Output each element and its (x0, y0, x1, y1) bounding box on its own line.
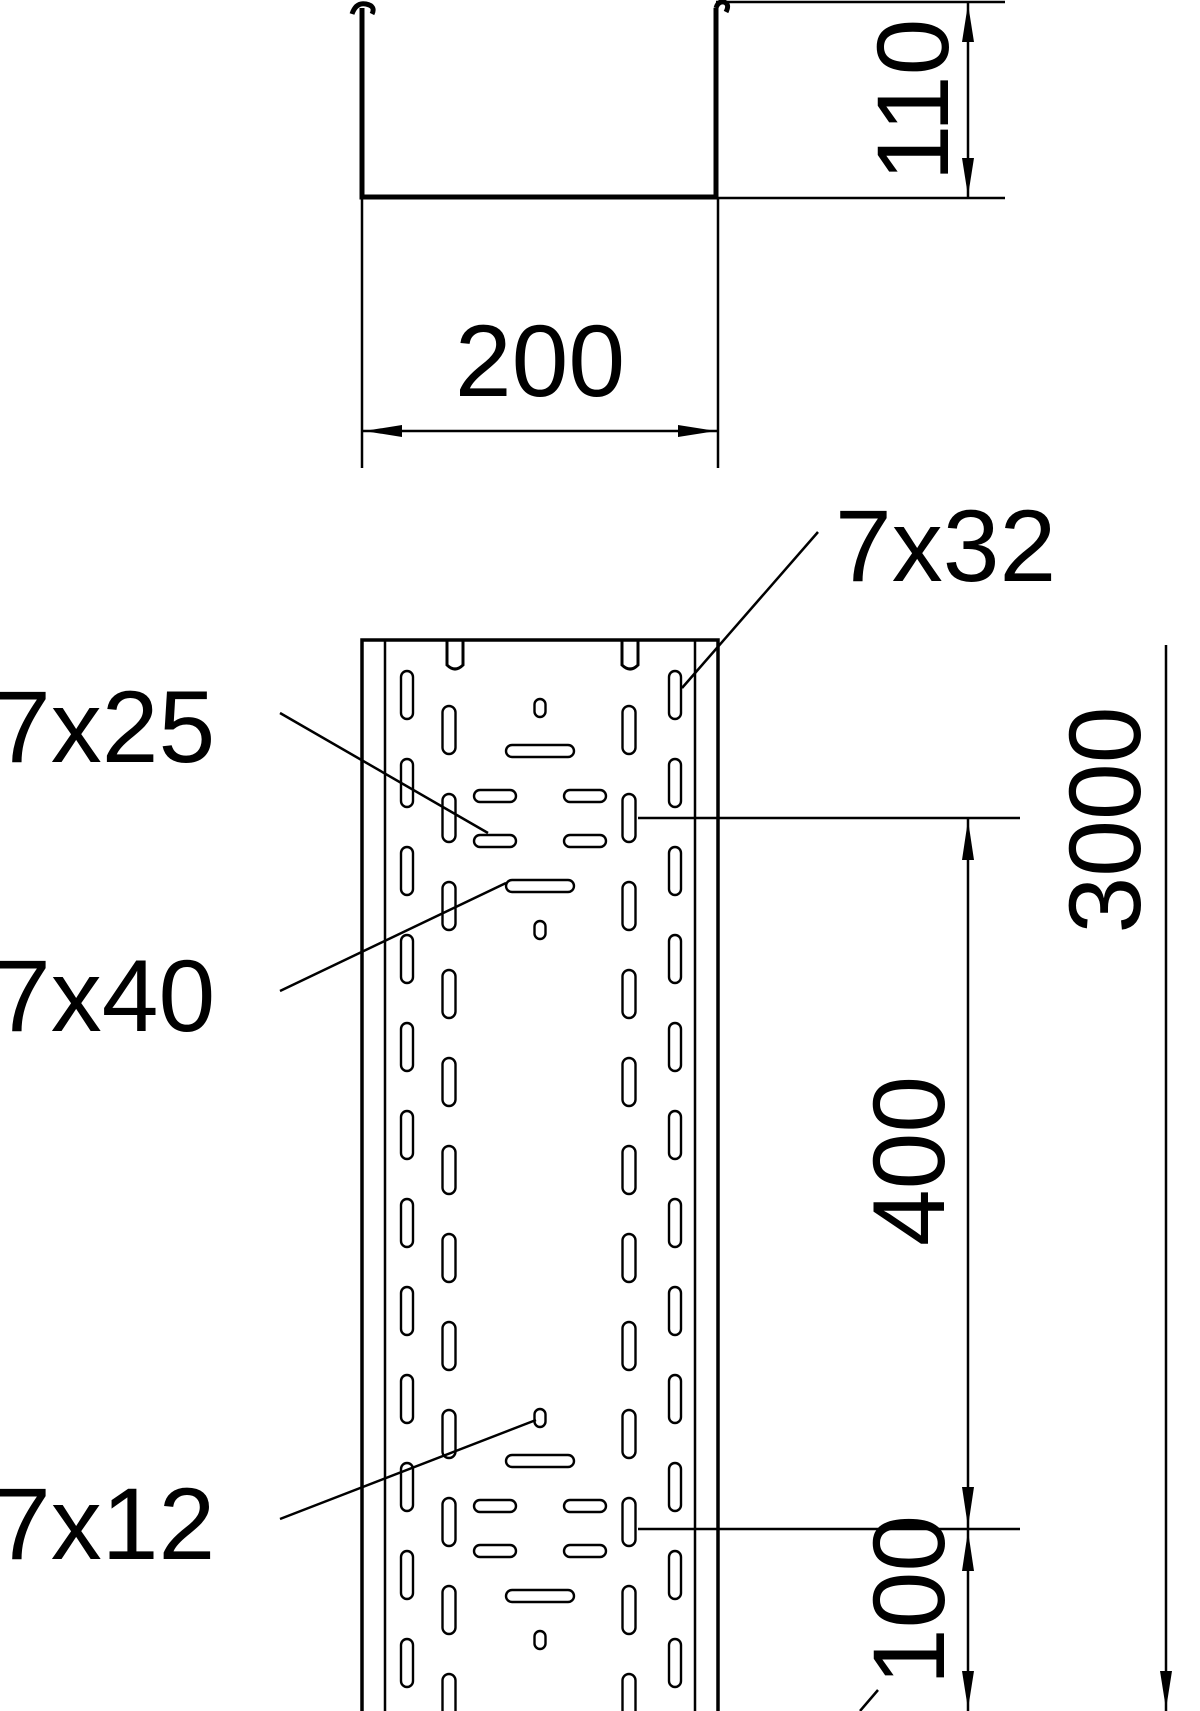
side-slot-right (667, 1461, 683, 1513)
slot-7x25 (562, 788, 608, 804)
base-slot-left (441, 1232, 457, 1284)
side-slot-right (667, 1549, 683, 1601)
height-arrow-bottom (962, 158, 974, 196)
base-slot-right (621, 1408, 637, 1460)
height-arrow-top (962, 4, 974, 42)
hole-7x12 (533, 1407, 547, 1429)
slot-7x25 (562, 1498, 608, 1514)
tray-outline (360, 638, 720, 1711)
base-slot-left (441, 1056, 457, 1108)
base-slot-left (441, 968, 457, 1020)
notch-right (620, 640, 640, 671)
side-slot-left (399, 933, 415, 985)
side-slot-left (399, 845, 415, 897)
slot-7x40 (504, 878, 576, 894)
offset-leader (859, 1689, 879, 1711)
side-slot-right (667, 1285, 683, 1337)
pitch-arrow-top (962, 820, 974, 860)
slot-7x25 (562, 833, 608, 849)
base-slot-left (441, 880, 457, 932)
callout-leader-slot-40 (279, 881, 507, 993)
base-slot-left (441, 1672, 457, 1711)
offset-arrow-top (962, 1531, 974, 1571)
plan-view: 3000 400 100 7x32 7x25 7x40 7x12 (0, 489, 1172, 1711)
side-slot-right (667, 845, 683, 897)
callout-side-slot: 7x32 (835, 489, 1056, 603)
side-slot-right (667, 933, 683, 985)
base-slot-right (621, 1144, 637, 1196)
base-slot-right (621, 1320, 637, 1372)
width-arrow-right (678, 425, 716, 437)
side-slot-right (667, 669, 683, 721)
slot-7x25 (472, 833, 518, 849)
callout-hole-12: 7x12 (0, 1467, 215, 1581)
base-slot-right (621, 1232, 637, 1284)
side-slot-right (667, 1021, 683, 1073)
cross-section: 110 200 (349, 0, 1005, 468)
callout-leader-slot-25 (279, 711, 489, 835)
base-slot-left (441, 704, 457, 756)
side-slot-left (399, 669, 415, 721)
pitch-arrow-bottom (962, 1487, 974, 1527)
base-slot-left (441, 1584, 457, 1636)
base-slot-left (441, 1496, 457, 1548)
base-slot-left (441, 1320, 457, 1372)
pitch-dim-label: 400 (852, 1076, 966, 1246)
slot-7x25 (472, 788, 518, 804)
slot-7x40 (504, 1588, 576, 1604)
base-slot-right (621, 704, 637, 756)
perforation-pattern (399, 669, 683, 1711)
hole-7x12 (533, 919, 547, 941)
length-dim-label: 3000 (1048, 707, 1162, 934)
base-slot-right (621, 1496, 637, 1548)
callout-leader-hole-12 (279, 1418, 537, 1521)
base-slot-right (621, 1584, 637, 1636)
base-slot-left (441, 1144, 457, 1196)
side-slot-left (399, 1285, 415, 1337)
notch-left (445, 640, 465, 671)
side-slot-left (399, 1109, 415, 1161)
base-slot-right (621, 792, 637, 844)
length-arrow-bottom (1160, 1671, 1172, 1709)
side-slot-right (667, 1197, 683, 1249)
width-arrow-left (364, 425, 402, 437)
slot-7x25 (562, 1543, 608, 1559)
width-dim-label: 200 (455, 304, 625, 418)
height-dim-label: 110 (856, 19, 970, 182)
side-slot-right (667, 757, 683, 809)
slot-7x25 (472, 1498, 518, 1514)
callout-slot-40: 7x40 (0, 939, 215, 1053)
side-slot-left (399, 1021, 415, 1073)
offset-dim-label: 100 (852, 1515, 966, 1685)
base-slot-left (441, 792, 457, 844)
tray-profile (349, 0, 731, 200)
side-slot-left (399, 1373, 415, 1425)
base-slot-right (621, 1056, 637, 1108)
side-slot-right (667, 1637, 683, 1689)
base-slot-left (441, 1408, 457, 1460)
base-slot-right (621, 968, 637, 1020)
side-slot-right (667, 1373, 683, 1425)
side-slot-left (399, 1549, 415, 1601)
slot-7x40 (504, 743, 576, 759)
hole-7x12 (533, 1629, 547, 1651)
slot-7x25 (472, 1543, 518, 1559)
offset-arrow-bottom (962, 1671, 974, 1709)
base-slot-right (621, 880, 637, 932)
slot-7x40 (504, 1453, 576, 1469)
callout-slot-25: 7x25 (0, 670, 215, 784)
side-slot-left (399, 1197, 415, 1249)
side-slot-left (399, 1637, 415, 1689)
hole-7x12 (533, 697, 547, 719)
callout-leader-side-slot (681, 531, 819, 689)
base-slot-right (621, 1672, 637, 1711)
side-slot-right (667, 1109, 683, 1161)
side-slot-left (399, 1461, 415, 1513)
